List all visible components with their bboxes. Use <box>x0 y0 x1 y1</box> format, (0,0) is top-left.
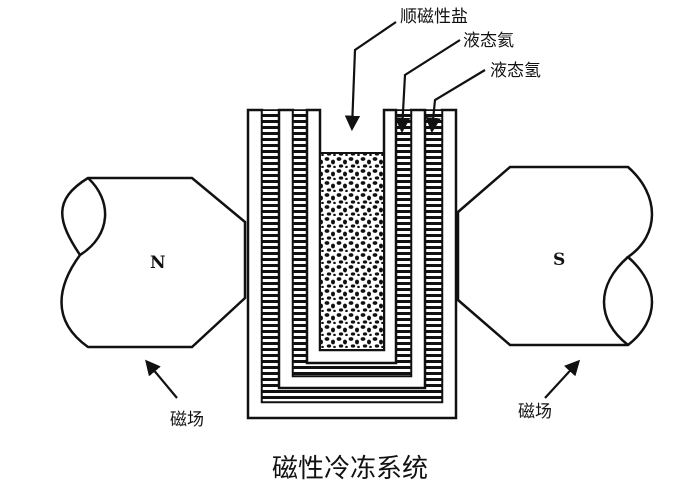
label-magnetic-field-left: 磁场 <box>170 410 204 430</box>
arrow-paramagnetic-salt <box>344 21 397 132</box>
arrow-liquid-hydrogen <box>425 69 486 134</box>
label-liquid-hydrogen: 液态氢 <box>490 61 541 81</box>
north-pole-label: N <box>150 253 166 273</box>
south-pole-label: S <box>553 250 565 270</box>
south-magnet <box>456 165 654 347</box>
label-paramagnetic-salt: 顺磁性盐 <box>400 7 468 27</box>
arrow-liquid-helium <box>394 39 461 134</box>
arrow-magnetic-field-left <box>145 359 178 399</box>
dewar-vessels <box>246 108 458 420</box>
diagram-caption: 磁性冷冻系统 <box>272 454 428 484</box>
north-magnet <box>60 176 247 349</box>
label-magnetic-field-right: 磁场 <box>518 402 552 422</box>
arrow-magnetic-field-right <box>544 359 581 399</box>
paramagnetic-salt-sample <box>319 152 385 351</box>
label-liquid-helium: 液态氦 <box>463 31 514 51</box>
